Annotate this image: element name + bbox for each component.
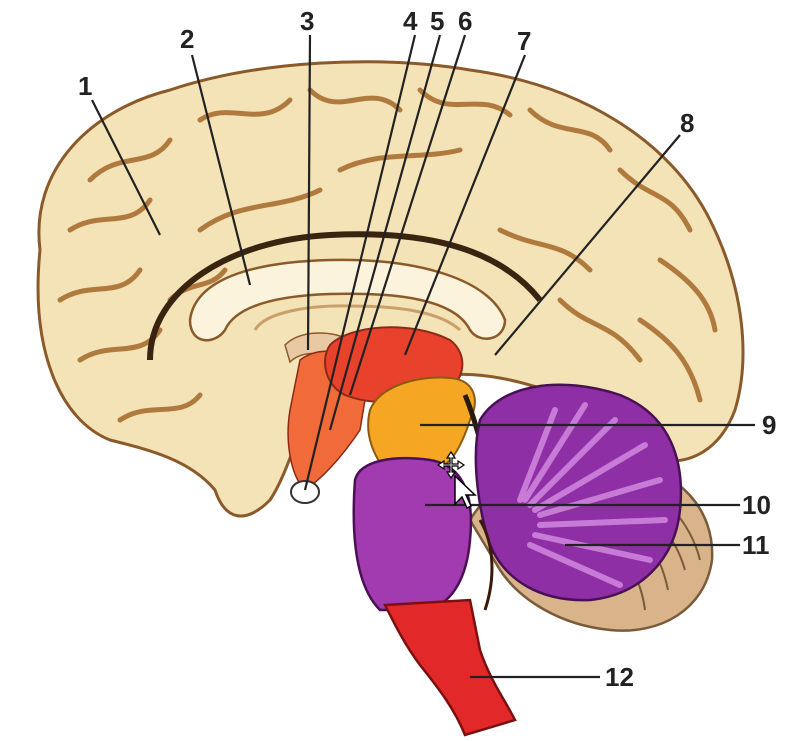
pons (354, 458, 471, 610)
label-6: 6 (458, 6, 472, 36)
label-8: 8 (680, 108, 694, 138)
label-1: 1 (78, 71, 92, 101)
label-7: 7 (517, 26, 531, 56)
label-11: 11 (742, 530, 770, 560)
label-10: 10 (742, 490, 771, 520)
label-9: 9 (762, 410, 776, 440)
label-2: 2 (180, 24, 194, 54)
label-5: 5 (430, 6, 444, 36)
label-3: 3 (300, 6, 314, 36)
label-12: 12 (605, 662, 634, 692)
medulla-oblongata (385, 600, 515, 735)
label-4: 4 (403, 6, 418, 36)
pituitary (291, 481, 319, 503)
